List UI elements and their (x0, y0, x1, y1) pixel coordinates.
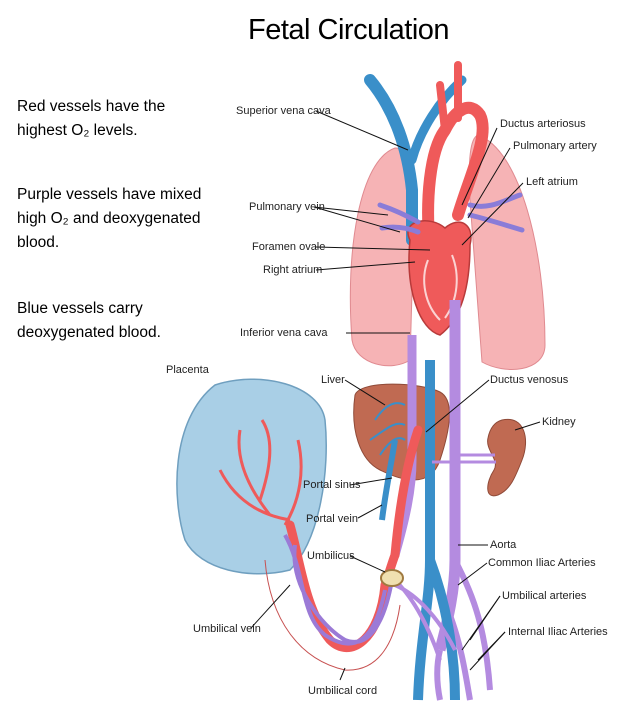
pulmonary-vein-vessels (377, 192, 525, 235)
portal-vein-vessel (379, 439, 398, 521)
label-kidney: Kidney (542, 416, 576, 428)
note-blue-line-2: deoxygenated blood. (17, 324, 161, 341)
label-umbilicus: Umbilicus (307, 550, 355, 562)
leader-lines (250, 110, 541, 681)
liver-vessel-network (369, 402, 406, 456)
kidney-shape (487, 418, 526, 497)
label-liver: Liver (321, 374, 345, 386)
label-pulmonary-artery: Pulmonary artery (513, 140, 597, 152)
note-blue: Blue vessels carry deoxygenated blood. (17, 297, 217, 345)
umbilical-arteries-in-cord (283, 534, 394, 646)
heart-shape (407, 220, 472, 336)
label-portal-vein: Portal vein (306, 513, 358, 525)
label-inferior-vena-cava: Inferior vena cava (240, 327, 328, 339)
note-purple: Purple vessels have mixed high O₂ and de… (17, 183, 217, 255)
superior-vena-cava-vessel (364, 74, 418, 246)
aortic-branch-vessel-1 (436, 81, 449, 134)
label-internal-iliac-arteries: Internal Iliac Arteries (508, 626, 608, 638)
umbilical-arteries-to-iliac (393, 578, 457, 661)
label-placenta: Placenta (166, 364, 210, 376)
placenta-shape (176, 378, 327, 575)
umbilical-cord-bracket (264, 559, 401, 671)
note-purple-line-3: blood. (17, 234, 60, 251)
label-foramen-ovale: Foramen ovale (252, 241, 325, 253)
label-portal-sinus: Portal sinus (303, 479, 361, 491)
note-purple-line-1: Purple vessels have mixed (17, 186, 202, 203)
label-umbilical-vein: Umbilical vein (193, 623, 261, 635)
label-superior-vena-cava: Superior vena cava (236, 105, 332, 117)
label-left-atrium: Left atrium (526, 176, 578, 188)
label-ductus-arteriosus: Ductus arteriosus (500, 118, 586, 130)
umbilicus-ring (380, 569, 404, 587)
heart-chambers (423, 254, 458, 321)
label-pulmonary-vein: Pulmonary vein (249, 201, 325, 213)
label-umbilical-arteries: Umbilical arteries (502, 590, 587, 602)
label-common-iliac-arteries: Common Iliac Arteries (488, 557, 596, 569)
left-lung-shape (468, 134, 546, 370)
label-umbilical-cord: Umbilical cord (308, 685, 377, 697)
page-title: Fetal Circulation (248, 14, 450, 46)
liver-shape (353, 383, 450, 481)
note-red: Red vessels have the highest O₂ levels. (17, 95, 217, 143)
note-blue-line-1: Blue vessels carry (17, 300, 143, 317)
label-aorta: Aorta (490, 539, 517, 551)
ductus-venosus-vessel (390, 425, 423, 560)
placenta-vessels (218, 419, 303, 526)
label-right-atrium: Right atrium (263, 264, 322, 276)
inferior-vena-cava-lower-vessel (413, 360, 460, 701)
label-ductus-venosus: Ductus venosus (490, 374, 569, 386)
renal-vessels (432, 453, 496, 464)
note-red-line-2: highest O₂ levels. (17, 122, 138, 139)
note-red-line-1: Red vessels have the (17, 98, 166, 115)
note-purple-line-2: high O₂ and deoxygenated (17, 210, 201, 227)
